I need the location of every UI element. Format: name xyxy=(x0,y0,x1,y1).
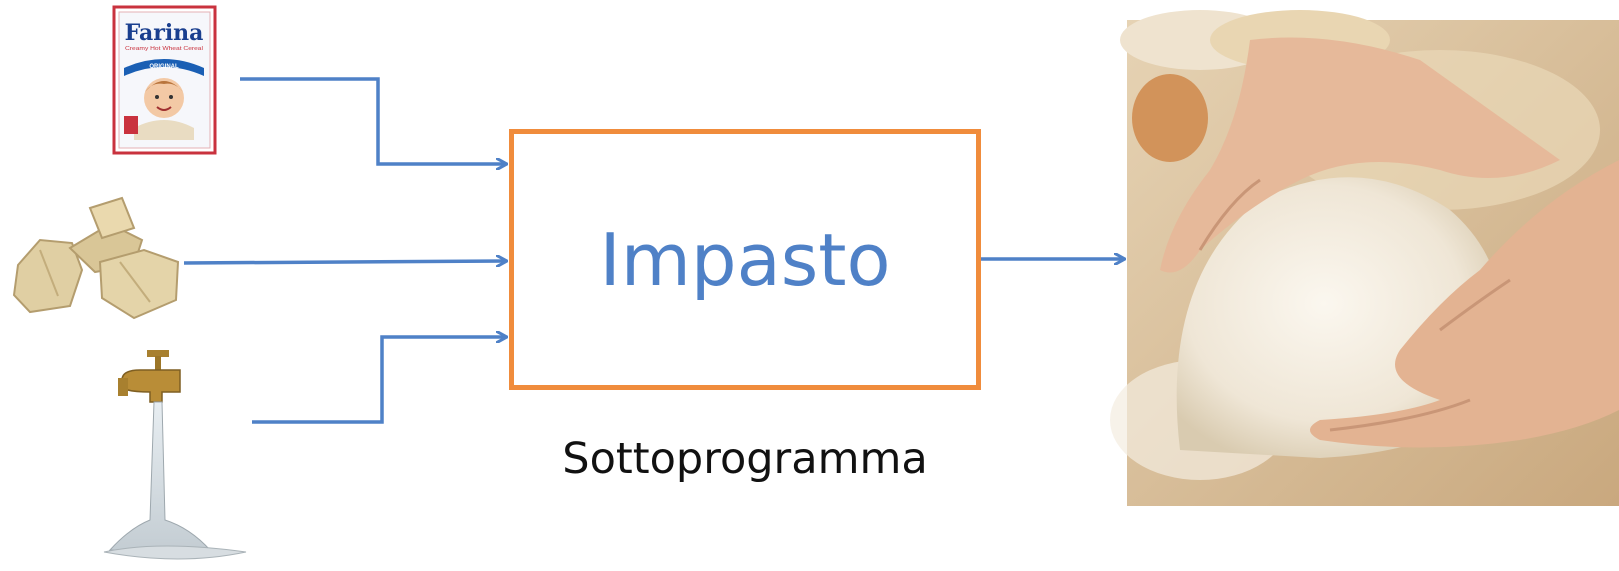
process-label: Impasto xyxy=(599,218,891,302)
flour-band-text: ORIGINAL xyxy=(149,64,179,70)
water-input-arrow xyxy=(252,337,506,424)
dough-photo xyxy=(1110,10,1619,506)
flour-box-icon: Farina Creamy Hot Wheat Cereal ORIGINAL xyxy=(112,5,217,155)
flour-subtext: Creamy Hot Wheat Cereal xyxy=(125,46,203,52)
subprogram-caption: Sottoprogramma xyxy=(562,434,928,484)
water-faucet-icon xyxy=(103,350,247,560)
yeast-input-arrow xyxy=(183,261,506,263)
impasto-process-box xyxy=(509,129,981,390)
yeast-icon xyxy=(12,196,180,320)
flour-input-arrow xyxy=(240,77,506,164)
flour-brand-text: Farina xyxy=(125,20,204,46)
